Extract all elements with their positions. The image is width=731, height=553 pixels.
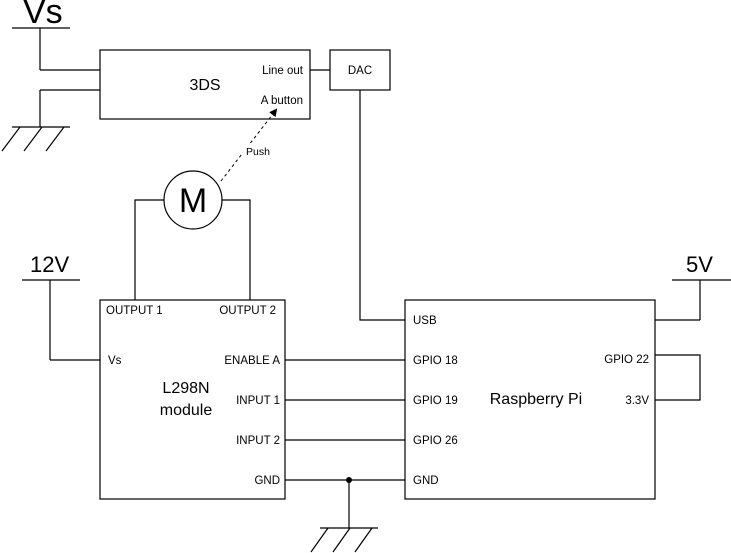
rpi-gpio26-label: GPIO 26 [413, 435, 458, 447]
3ds-box [99, 49, 311, 120]
5v-supply-symbol [655, 279, 731, 321]
3ds-title: 3DS [189, 77, 220, 94]
rpi-title: Raspberry Pi [490, 391, 582, 408]
wire-output1-motor [134, 199, 164, 300]
12v-supply-label: 12V [30, 252, 69, 277]
l298n-enable-a-label: ENABLE A [224, 355, 280, 367]
push-label-bg [243, 143, 273, 159]
wire-gpio22-3v3 [655, 354, 701, 401]
motor-symbol [163, 170, 223, 230]
rpi-gpio18-label: GPIO 18 [413, 355, 458, 367]
ground-symbol-bottom [310, 480, 378, 553]
5v-supply-label: 5V [686, 252, 713, 277]
l298n-input2-label: INPUT 2 [236, 435, 280, 447]
l298n-output1-label: OUTPUT 1 [106, 305, 163, 317]
dac-title: DAC [348, 65, 372, 77]
vs-supply-symbol [12, 27, 100, 71]
ground-symbol-3ds [1, 89, 100, 152]
rpi-gpio19-label: GPIO 19 [413, 395, 458, 407]
dac-box [329, 49, 391, 91]
rpi-3v3-label: 3.3V [625, 395, 649, 407]
vs-supply-label: Vs [23, 0, 63, 31]
l298n-vs-label: Vs [108, 355, 122, 367]
wire-dac-usb [359, 90, 405, 321]
3ds-line-out-label: Line out [262, 65, 304, 77]
rpi-usb-label: USB [413, 315, 437, 327]
wire-output2-motor [222, 199, 251, 300]
rpi-gpio22-label: GPIO 22 [604, 354, 649, 366]
motor-label: M [179, 182, 207, 220]
l298n-box [99, 299, 286, 500]
l298n-input1-label: INPUT 1 [236, 395, 280, 407]
l298n-title-line2: module [160, 402, 213, 419]
12v-supply-symbol [22, 279, 100, 361]
l298n-output2-label: OUTPUT 2 [219, 305, 276, 317]
l298n-gnd-label: GND [254, 475, 280, 487]
3ds-a-button-label: A button [261, 95, 303, 107]
raspberry-pi-box [404, 299, 656, 500]
rpi-gnd-label: GND [413, 475, 439, 487]
push-label: Push [246, 146, 270, 158]
l298n-title-line1: L298N [162, 380, 209, 397]
